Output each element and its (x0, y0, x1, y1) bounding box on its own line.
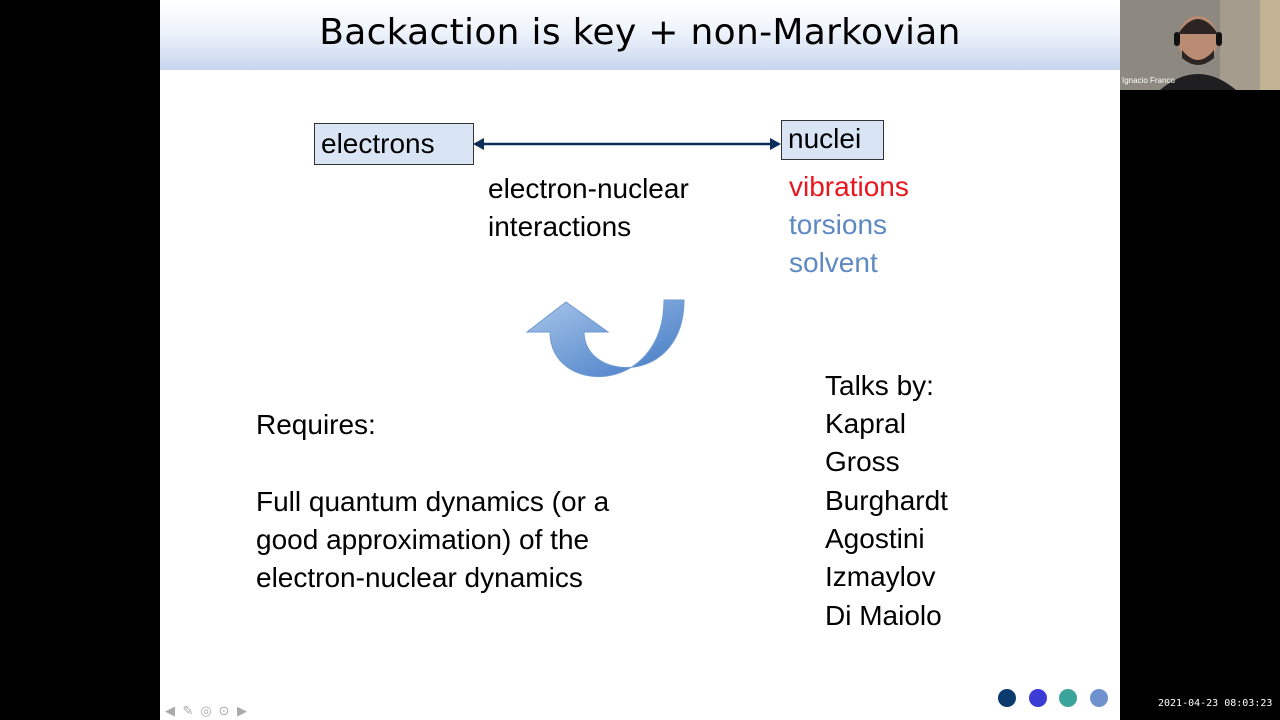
presentation-slide: Backaction is key + non-Markovian electr… (160, 0, 1120, 720)
arrow-left-icon[interactable]: ◀ (165, 703, 175, 718)
slide-title: Backaction is key + non-Markovian (319, 12, 961, 53)
speaker-name: Kapral (825, 408, 906, 439)
requires-line-2: good approximation) of the (256, 524, 590, 555)
nuclei-box: nuclei (781, 120, 884, 160)
dot-3 (1059, 689, 1077, 707)
nuclei-label: nuclei (788, 123, 862, 154)
interaction-line-1: electron-nuclear (488, 173, 689, 204)
recording-timestamp: 2021-04-23 08:03:23 (1158, 698, 1273, 709)
pen-icon[interactable]: ✎ (182, 703, 194, 718)
slide-nav-toolbar: ◀ ✎ ◎ ⊙ ▶ (162, 703, 250, 719)
electrons-label: electrons (321, 128, 435, 159)
participant-avatar (1120, 0, 1280, 90)
more-icon[interactable]: ⊙ (218, 703, 230, 718)
speaker-name: Gross (825, 446, 900, 477)
nuclei-mode-vibrations: vibrations (789, 171, 909, 202)
arrow-right-icon[interactable]: ▶ (237, 703, 247, 718)
participant-video-tile[interactable]: Ignacio Franco (1120, 0, 1280, 90)
title-bar: Backaction is key + non-Markovian (160, 0, 1120, 70)
participant-name: Ignacio Franco (1122, 76, 1175, 85)
requires-heading: Requires: (256, 409, 376, 440)
nuclei-mode-solvent: solvent (789, 247, 878, 278)
speaker-name: Agostini (825, 523, 925, 554)
talks-heading: Talks by: (825, 370, 934, 401)
speaker-name: Izmaylov (825, 561, 936, 592)
dot-4 (1090, 689, 1108, 707)
speaker-name: Di Maiolo (825, 600, 942, 631)
speaker-name: Burghardt (825, 485, 948, 516)
dot-1 (998, 689, 1016, 707)
nuclei-mode-torsions: torsions (789, 209, 888, 240)
double-arrow (473, 138, 781, 150)
interaction-line-2: interactions (488, 211, 632, 242)
curved-arrow-icon (525, 299, 685, 377)
menu-icon[interactable]: ◎ (200, 703, 212, 718)
electrons-box: electrons (314, 123, 474, 165)
dot-2 (1029, 689, 1047, 707)
requires-line-1: Full quantum dynamics (or a (256, 486, 610, 517)
requires-line-3: electron-nuclear dynamics (256, 562, 583, 593)
